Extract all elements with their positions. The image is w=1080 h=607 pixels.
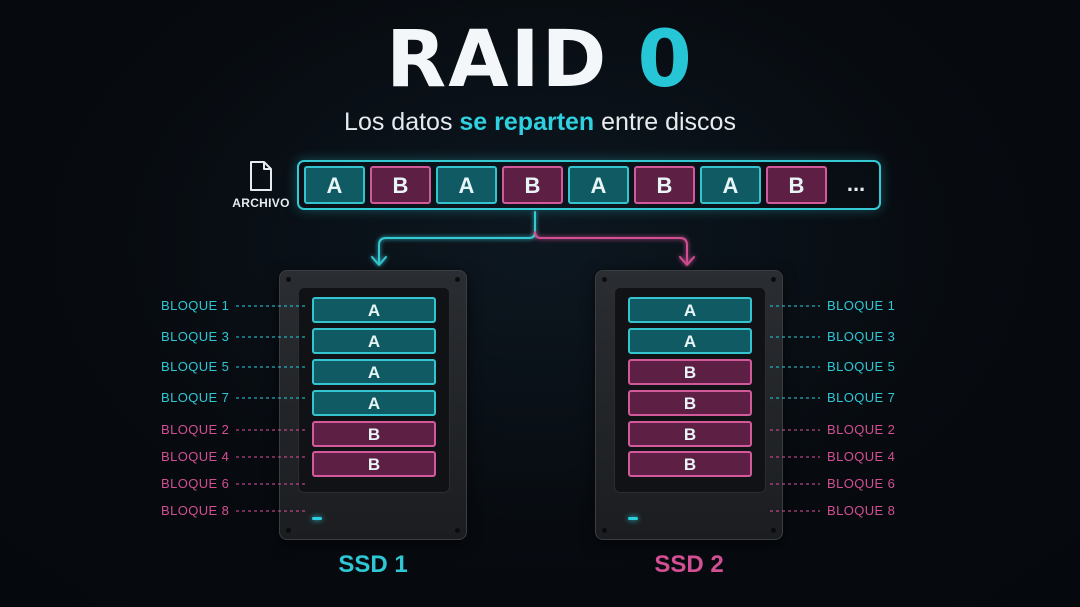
ssd-2-block-5: B (628, 421, 752, 447)
ssd-2-name: SSD 2 (654, 551, 724, 578)
ssd-2-block-6: B (628, 451, 752, 477)
ssd-2-label-3: BLOQUE 5 (827, 359, 896, 374)
ssd-1-label-7: BLOQUE 6 (161, 476, 230, 491)
subtitle-highlight: se reparten (459, 108, 595, 136)
document-icon (250, 161, 272, 191)
ssd-2-label-1: BLOQUE 1 (827, 298, 896, 313)
ssd-1-block-4: A (312, 390, 436, 416)
ssd-1-block-6: B (312, 451, 436, 477)
ssd-2-led (628, 517, 638, 520)
arrowhead-ssd1 (371, 256, 387, 266)
subtitle-before: Los datos (344, 108, 460, 136)
ssd-1-label-3: BLOQUE 5 (161, 359, 230, 374)
stripe-block-4: B (502, 166, 563, 204)
ssd-1-block-5: B (312, 421, 436, 447)
ssd-2-block-1: A (628, 297, 752, 323)
ssd-2-label-6: BLOQUE 4 (827, 449, 896, 464)
stripe-block-5: A (568, 166, 629, 204)
ssd-2-block-3: B (628, 359, 752, 385)
ssd-2-label-2: BLOQUE 3 (827, 329, 896, 344)
ssd-1-label-1: BLOQUE 1 (161, 298, 230, 313)
arrow-to-ssd2 (534, 231, 688, 265)
ssd-1-label-8: BLOQUE 8 (161, 503, 230, 518)
stripe-block-3: A (436, 166, 497, 204)
ssd-1-block-3: A (312, 359, 436, 385)
ssd-1-label-2: BLOQUE 3 (161, 329, 230, 344)
ssd-1-label-4: BLOQUE 7 (161, 390, 230, 405)
stripe-ellipsis: ... (846, 171, 866, 196)
ssd-1-label-6: BLOQUE 4 (161, 449, 230, 464)
ssd-2-block-2: A (628, 328, 752, 354)
ssd-2-label-4: BLOQUE 7 (827, 390, 896, 405)
ssd-2-label-5: BLOQUE 2 (827, 422, 896, 437)
ssd-1-label-5: BLOQUE 2 (161, 422, 230, 437)
ssd-1-block-1: A (312, 297, 436, 323)
ssd-2-block-4: B (628, 390, 752, 416)
ssd-1-block-2: A (312, 328, 436, 354)
ssd-1-led (312, 517, 322, 520)
stripe-block-8: B (766, 166, 827, 204)
page-subtitle: Los datos se reparten entre discos (0, 106, 1080, 138)
ssd-2-label-7: BLOQUE 6 (827, 476, 896, 491)
title-accent: 0 (637, 15, 694, 105)
stripe-block-6: B (634, 166, 695, 204)
file-label: ARCHIVO (232, 196, 290, 210)
page-title: RAID 0 (0, 14, 1080, 106)
subtitle-after: entre discos (594, 108, 736, 136)
stripe-block-7: A (700, 166, 761, 204)
ssd-2-label-8: BLOQUE 8 (827, 503, 896, 518)
title-main: RAID (386, 15, 609, 105)
stripe-block-2: B (370, 166, 431, 204)
arrowhead-ssd2 (679, 256, 695, 266)
stripe-block-1: A (304, 166, 365, 204)
ssd-1-name: SSD 1 (338, 551, 408, 578)
